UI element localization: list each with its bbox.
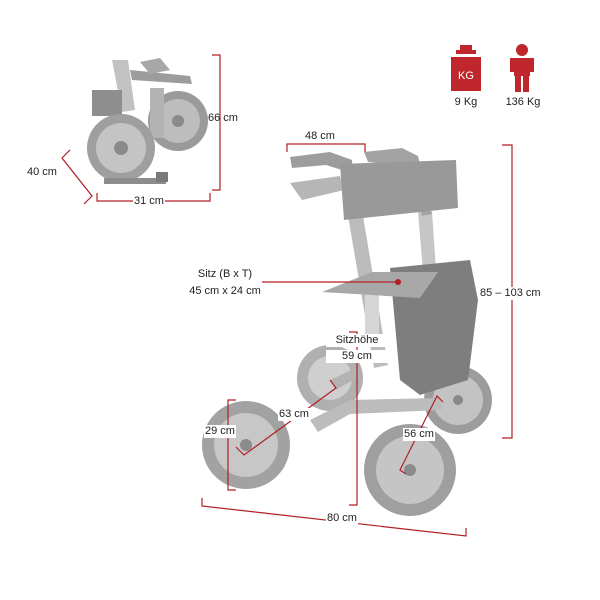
rollator-image	[202, 148, 492, 516]
length-label: 80 cm	[326, 512, 358, 525]
max-load-caption: 136 Kg	[505, 96, 541, 108]
handle-height-label: 85 – 103 cm	[479, 287, 542, 300]
folded-height-dimension-line	[212, 54, 221, 191]
inner-width-dimension-line	[235, 379, 337, 456]
seat-size-label-line1: Sitz (B x T)	[197, 268, 253, 280]
front-wheel-dimension-line	[227, 399, 236, 491]
seat-height-label-line2: 59 cm	[326, 350, 388, 363]
handle-width-label: 48 cm	[304, 130, 336, 143]
folded-height-label: 66 cm	[208, 112, 238, 124]
seat-height-dimension-line	[349, 331, 358, 506]
weight-kg-icon: KG	[451, 45, 481, 91]
folded-depth-dimension-line	[61, 149, 93, 205]
front-wheel-label: 29 cm	[204, 425, 236, 438]
seat-size-label-line2: 45 cm x 24 cm	[189, 285, 261, 297]
folded-depth-label: 40 cm	[27, 166, 57, 178]
seat-size-pointer-line	[262, 279, 401, 285]
folded-rollator-image	[87, 58, 208, 184]
rear-wheel-label: 56 cm	[403, 428, 435, 441]
weight-icon-text: KG	[458, 70, 474, 82]
person-max-load-icon	[510, 44, 534, 92]
inner-width-label: 63 cm	[278, 408, 310, 421]
seat-height-label-line1: Sitzhöhe	[326, 334, 388, 347]
weight-caption: 9 Kg	[454, 96, 478, 108]
folded-width-label: 31 cm	[133, 195, 165, 208]
handle-width-dimension-line	[286, 143, 366, 152]
